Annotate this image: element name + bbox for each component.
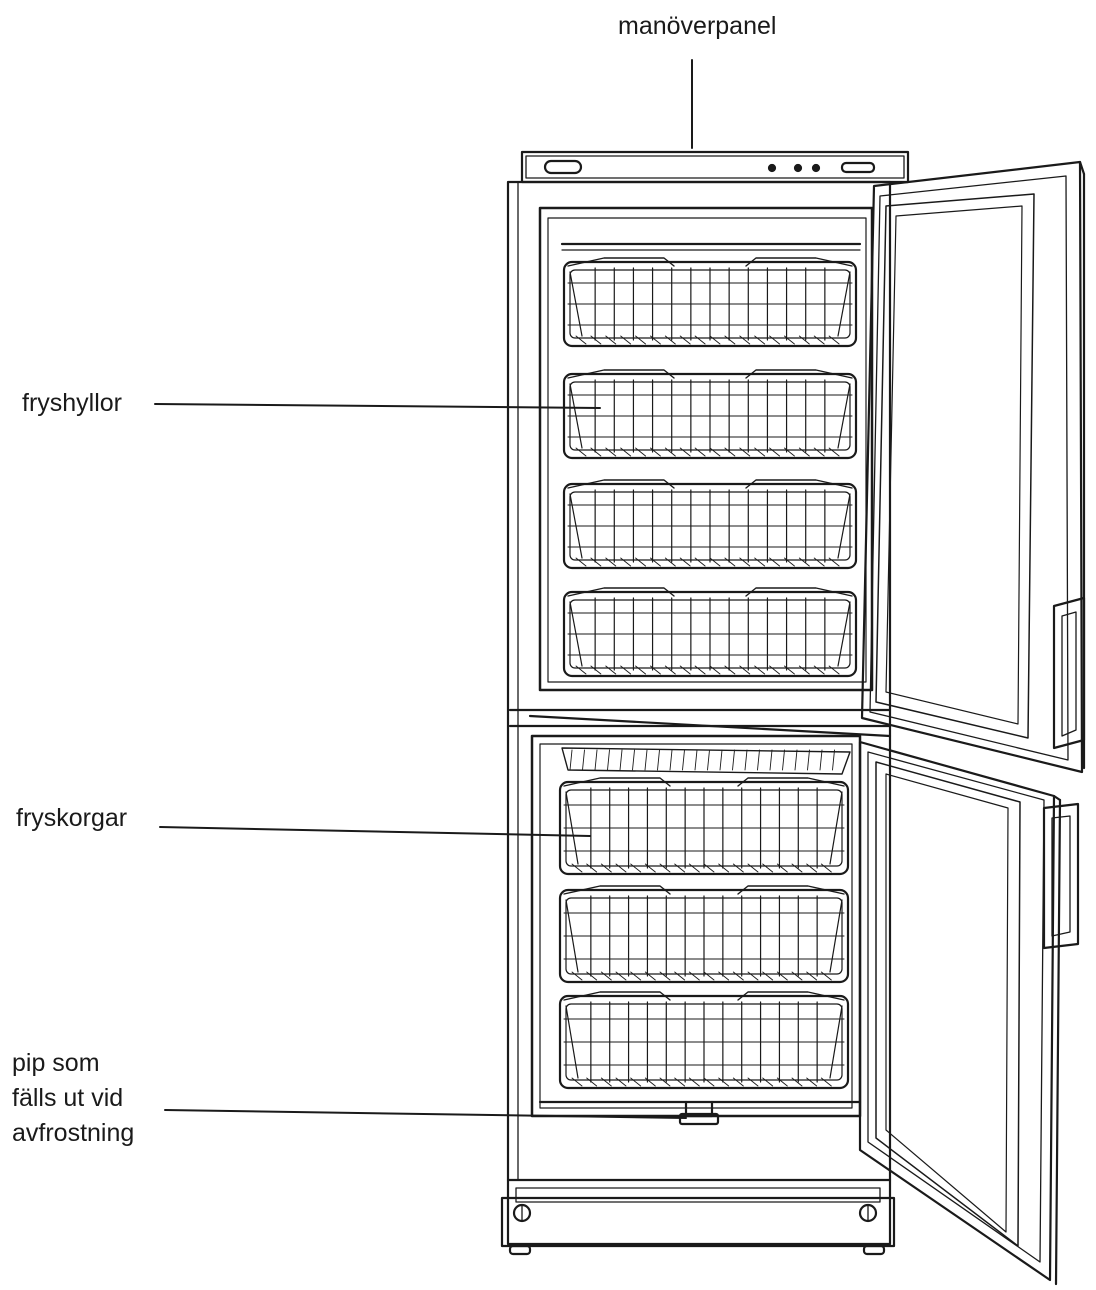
label-defrost-spout-line-2: fälls ut vid: [12, 1084, 124, 1112]
control-panel: [522, 152, 908, 182]
switch-icon: [842, 163, 874, 172]
upper-door-handle: [1054, 598, 1084, 748]
thermostat-knob-icon: [545, 161, 581, 173]
indicator-light-icon: [795, 165, 801, 171]
leader-shelves: [155, 404, 600, 408]
upper-basket-4: [564, 588, 856, 676]
callout-lines: [155, 60, 692, 1118]
lower-basket-2: [560, 886, 848, 982]
upper-basket-3: [564, 480, 856, 568]
label-defrost-spout: pip som fälls ut vid avfrostning: [12, 1046, 134, 1151]
label-defrost-spout-line-3: avfrostning: [12, 1119, 135, 1147]
lower-basket-3: [560, 992, 848, 1088]
cabinet-body: [502, 182, 894, 1254]
upper-wire-baskets: [562, 244, 860, 676]
defrost-spout: [540, 1102, 860, 1124]
leader-spout: [165, 1110, 686, 1118]
lower-wire-baskets: [560, 748, 850, 1088]
leader-baskets: [160, 827, 590, 836]
label-control-panel: manöverpanel: [618, 12, 777, 40]
label-freezer-shelves: fryshyllor: [22, 389, 123, 417]
upper-basket-2: [564, 370, 856, 458]
label-freezer-baskets: fryskorgar: [16, 804, 128, 832]
upper-basket-1: [564, 258, 856, 346]
upper-door: [862, 162, 1084, 772]
lower-basket-1: [560, 778, 848, 874]
indicator-light-icon: [813, 165, 819, 171]
indicator-light-icon: [769, 165, 775, 171]
lower-door-handle: [1044, 804, 1078, 948]
label-defrost-spout-line-1: pip som: [12, 1049, 100, 1077]
lower-door: [860, 742, 1078, 1284]
